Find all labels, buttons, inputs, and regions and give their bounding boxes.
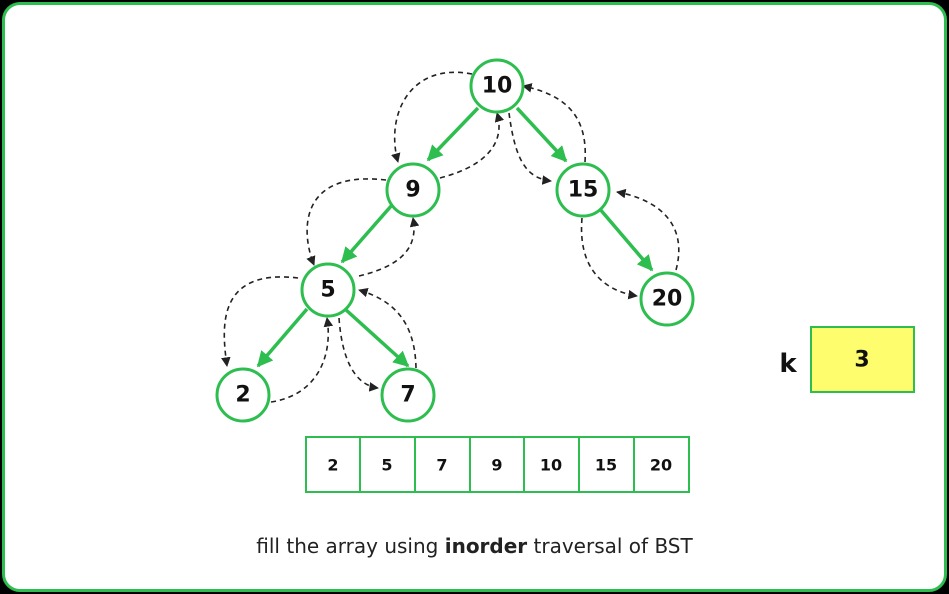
traversal-15-to-20: [580, 217, 638, 300]
tree-node-7: 7: [380, 367, 436, 423]
array-cell: 10: [523, 436, 580, 493]
traversal-arrows: [221, 71, 680, 403]
array-cell-value: 10: [540, 456, 562, 475]
caption-bold: inorder: [444, 534, 528, 558]
array-cell-value: 9: [491, 456, 502, 475]
inorder-array: 2 5 7 9 10 15 20: [305, 436, 690, 493]
array-cell: 15: [578, 436, 635, 493]
edge-5-2: [256, 307, 309, 368]
k-value: 3: [854, 348, 869, 373]
node-label: 9: [405, 178, 420, 203]
edge-10-15: [515, 106, 568, 163]
tree-edges: [256, 106, 654, 368]
array-cell-value: 7: [436, 456, 447, 475]
traversal-7-to-5: [358, 287, 417, 369]
node-label: 7: [400, 383, 415, 408]
tree-node-9: 9: [385, 162, 441, 218]
k-value-box: [810, 326, 915, 393]
tree-node-10: 10: [469, 58, 525, 114]
traversal-20-to-15: [616, 188, 680, 271]
edge-10-9: [426, 106, 480, 162]
k-indicator: k 3: [779, 326, 915, 393]
array-cell: 5: [359, 436, 416, 493]
caption: fill the array using inorder traversal o…: [0, 534, 949, 558]
edge-9-5: [340, 203, 394, 264]
tree-node-20: 20: [639, 271, 695, 327]
traversal-5-to-9: [358, 217, 420, 277]
array-cell-value: 20: [650, 456, 672, 475]
traversal-15-to-10: [522, 83, 586, 163]
tree-node-2: 2: [215, 367, 271, 423]
node-label: 15: [568, 178, 599, 203]
node-label: 10: [482, 74, 513, 99]
tree-nodes: 10 9 15 5 20 2 7: [215, 58, 695, 423]
node-label: 2: [235, 383, 250, 408]
edge-15-20: [597, 206, 654, 272]
array-cell-value: 2: [327, 456, 338, 475]
edge-5-7: [343, 307, 410, 368]
tree-node-15: 15: [555, 162, 611, 218]
array-cell: 9: [469, 436, 525, 493]
traversal-10-to-9: [391, 71, 473, 163]
traversal-9-to-10: [439, 112, 505, 179]
traversal-9-to-5: [306, 178, 387, 266]
caption-after: traversal of BST: [527, 534, 693, 558]
array-cell-value: 15: [595, 456, 617, 475]
node-label: 5: [320, 278, 335, 303]
array-cell: 2: [305, 436, 361, 493]
tree-node-5: 5: [300, 262, 356, 318]
caption-before: fill the array using: [256, 534, 445, 558]
traversal-5-to-7: [338, 317, 379, 392]
traversal-2-to-5: [270, 317, 334, 403]
traversal-10-to-15: [508, 112, 552, 185]
k-label: k: [779, 349, 797, 379]
array-cell: 20: [633, 436, 690, 493]
node-label: 20: [652, 287, 683, 312]
traversal-5-to-2: [221, 276, 299, 367]
array-cell: 7: [414, 436, 471, 493]
array-cell-value: 5: [381, 456, 392, 475]
